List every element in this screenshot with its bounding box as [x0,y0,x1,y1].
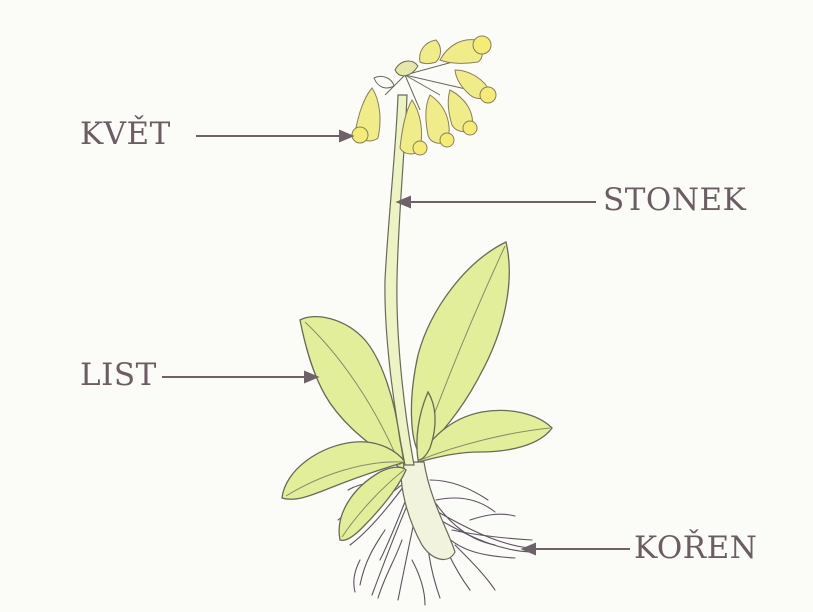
label-flower: KVĚT [80,119,171,150]
pointer-root [523,544,630,554]
flower-7 [420,40,441,64]
flower-cluster [352,36,496,155]
pointer-leaf [162,372,317,382]
label-root: KOŘEN [634,533,757,564]
pointer-flower [196,131,352,141]
label-leaf: LIST [80,360,157,391]
label-stem: STONEK [603,185,746,216]
pointer-stem [398,197,596,207]
